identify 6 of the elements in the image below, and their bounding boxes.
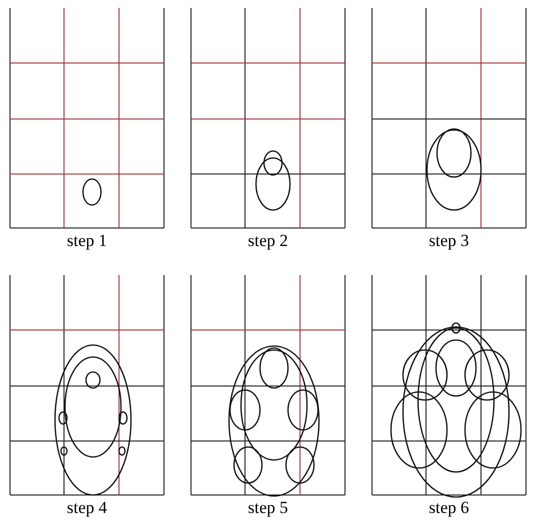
step-caption: step 3 (428, 231, 470, 251)
step-caption: step 1 (66, 231, 108, 251)
step-caption: step 5 (246, 498, 290, 518)
step-caption: step 2 (246, 231, 290, 251)
step-caption: step 6 (428, 498, 470, 518)
step-caption: step 4 (66, 498, 108, 518)
